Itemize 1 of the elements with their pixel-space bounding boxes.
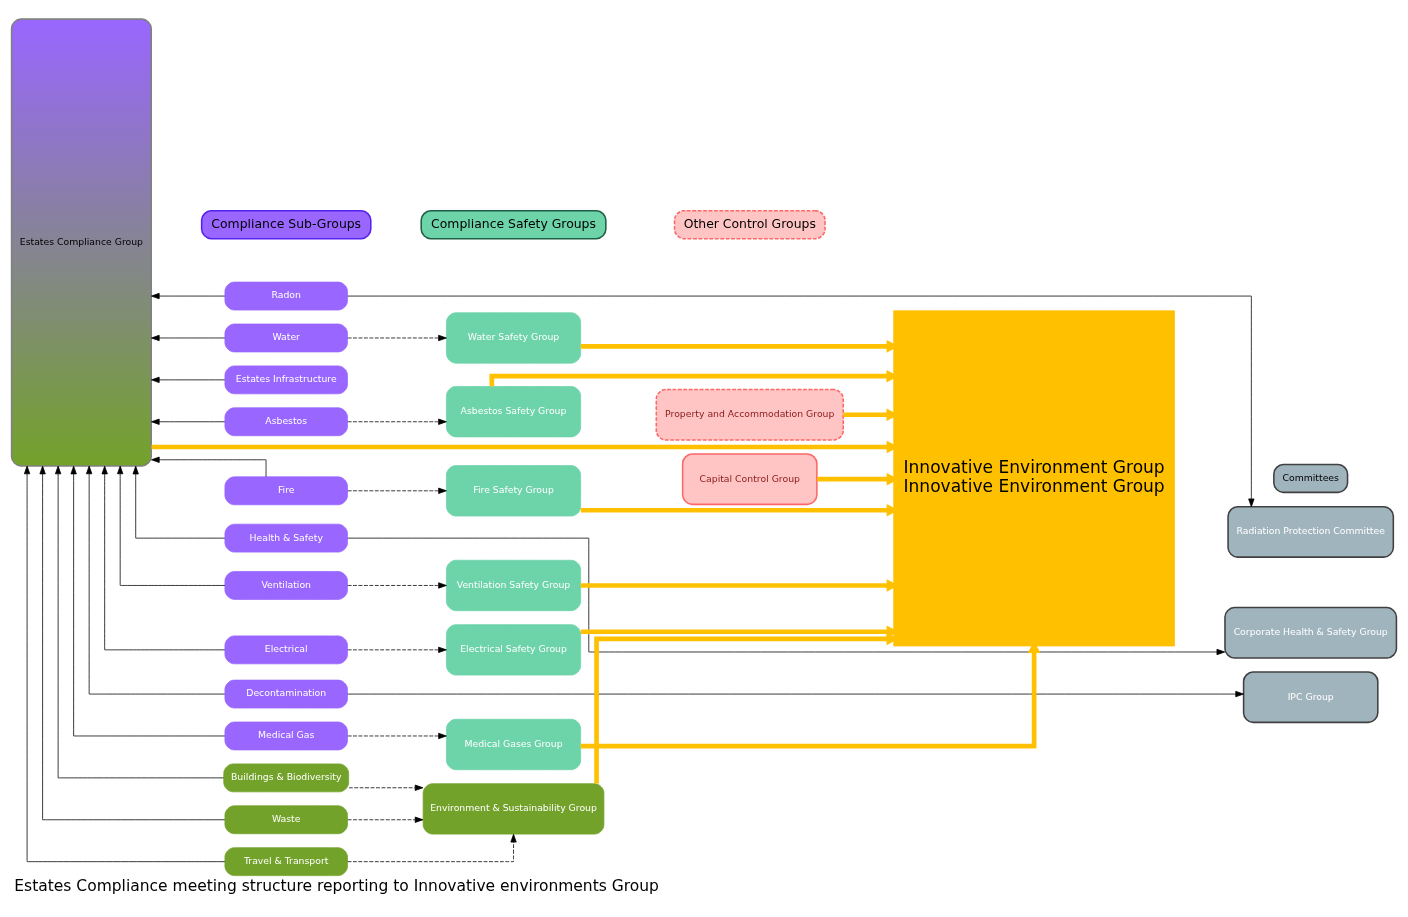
caption: Estates Compliance meeting structure reporting to Innovative environments Group [14,876,659,895]
